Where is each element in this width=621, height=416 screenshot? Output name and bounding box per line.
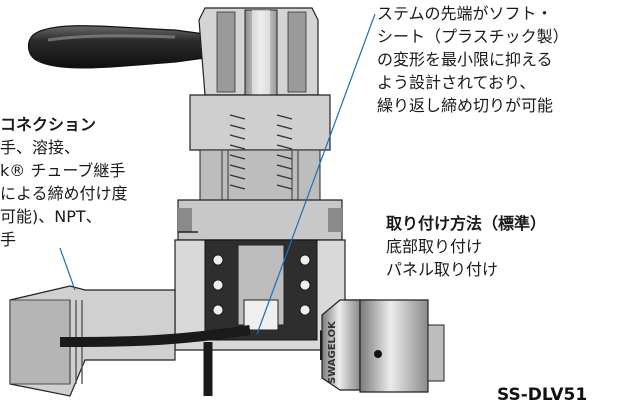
leader-lines xyxy=(59,13,376,335)
callout-stem-tip: ステムの先端がソフト・ シート（プラスチック製） の変形を最小限に抑える よう設… xyxy=(377,2,569,117)
nut-hole xyxy=(374,350,382,358)
right-port: SWAGELOK xyxy=(320,299,445,393)
leader-end-connections xyxy=(59,247,76,291)
callout-conn-line: 手、溶接、 xyxy=(0,138,81,157)
callout-conn-line: k® チューブ継手 xyxy=(0,161,126,180)
callout-conn-line: 可能)、NPT、 xyxy=(0,207,102,226)
callout-mount-line: パネル取り付け xyxy=(386,260,499,279)
callout-mount-title: 取り付け方法（標準） xyxy=(386,214,547,233)
callout-conn-title: コネクション xyxy=(0,115,97,134)
callout-conn-line: 手 xyxy=(0,230,17,249)
lower-body xyxy=(174,239,346,351)
callout-mounting: 取り付け方法（標準） 底部取り付け パネル取り付け xyxy=(386,212,546,281)
callout-stem-line: の変形を最小限に抑える xyxy=(377,50,553,69)
callout-end-connections: コネクション 手、溶接、 k® チューブ継手 による締め付け度 可能)、NPT、… xyxy=(0,113,128,251)
panel-nut xyxy=(177,199,343,241)
callout-stem-line: ステムの先端がソフト・ xyxy=(377,4,553,23)
leader-stem-tip xyxy=(256,13,376,335)
callout-stem-line: 繰り返し締め切りが可能 xyxy=(377,96,554,115)
upper-body xyxy=(189,94,331,201)
callout-mount-line: 底部取り付け xyxy=(386,237,483,256)
callout-conn-line: による締め付け度 xyxy=(0,184,128,203)
model-number: SS-DLV51 xyxy=(497,385,588,405)
soft-seat-stem-tip xyxy=(243,299,279,331)
handle xyxy=(27,25,206,69)
nut-marking: SWAGELOK xyxy=(327,320,338,384)
callout-stem-line: シート（プラスチック製） xyxy=(377,27,569,46)
left-port xyxy=(9,285,251,397)
callout-stem-line: よう設計されており、 xyxy=(377,73,536,92)
